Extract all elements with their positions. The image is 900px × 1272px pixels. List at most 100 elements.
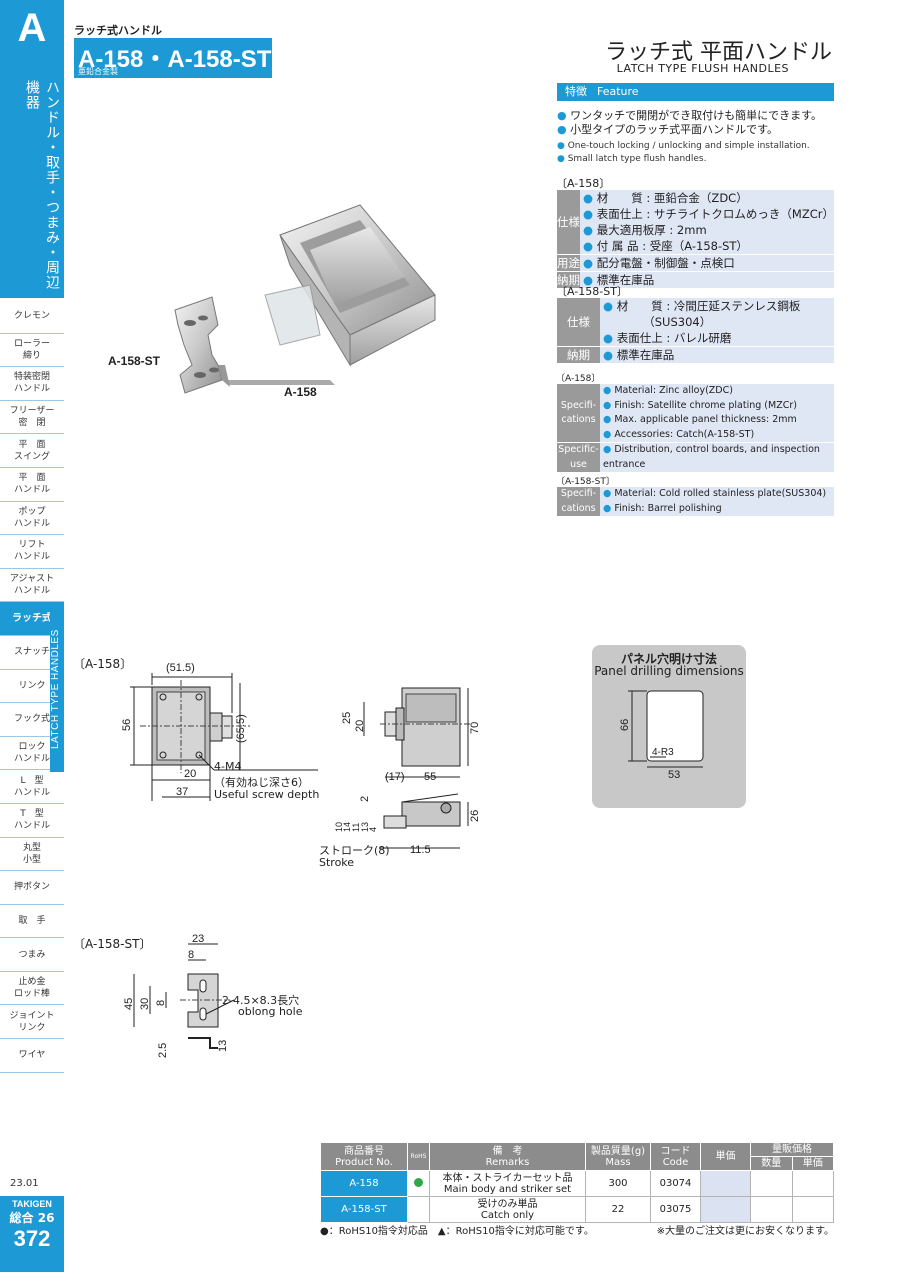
feature-label-en: Feature bbox=[597, 85, 639, 98]
brand-logo: TAKIGEN bbox=[12, 1199, 52, 1209]
spec-value-line: ● 標準在庫品 bbox=[583, 273, 655, 287]
spec-label: 仕様 bbox=[557, 190, 581, 255]
panel-drilling-drawing: 66 4-R3 53 bbox=[619, 690, 704, 781]
sidebar-nav-item[interactable]: ロック ハンドル bbox=[0, 737, 64, 771]
spec-row: Specifi- cations● Material: Zinc alloy(Z… bbox=[557, 384, 834, 443]
sidebar-nav-item[interactable]: T 型 ハンドル bbox=[0, 804, 64, 838]
rohs-dot-icon bbox=[414, 1177, 423, 1187]
spec-row: 用途● 配分電盤・制御盤・点検口 bbox=[557, 254, 834, 272]
bottom-view-drawing: 2 14 11 10 13 4 26 11.5 bbox=[334, 793, 481, 856]
bulk-qty bbox=[750, 1170, 793, 1197]
photo-label-st: A-158-ST bbox=[108, 354, 161, 368]
sidebar-nav-item[interactable]: つまみ bbox=[0, 938, 64, 972]
sidebar-nav-item[interactable]: 平 面 ハンドル bbox=[0, 468, 64, 502]
sidebar-nav-item[interactable]: ポップ ハンドル bbox=[0, 502, 64, 536]
code: 03074 bbox=[650, 1170, 701, 1197]
dim-bottom-d7: 26 bbox=[469, 810, 481, 822]
spec-values: ● Material: Zinc alloy(ZDC)● Finish: Sat… bbox=[600, 384, 834, 443]
spec-table-jp-st: 仕様● 材 質 : 冷間圧延ステンレス鋼板 （SUS304）● 表面仕上 : バ… bbox=[557, 298, 834, 364]
bulk-qty bbox=[750, 1196, 793, 1223]
model-material: 亜鉛合金製 bbox=[78, 67, 118, 76]
sidebar-nav-item[interactable]: 丸型 小型 bbox=[0, 838, 64, 872]
sidebar-nav-item[interactable]: スナッチ bbox=[0, 636, 64, 670]
sidebar-nav-item[interactable]: リフト ハンドル bbox=[0, 535, 64, 569]
spec-value-line: ● 標準在庫品 bbox=[603, 348, 675, 362]
sidebar-nav-item[interactable]: フリーザー 密 閉 bbox=[0, 401, 64, 435]
spec-table-jp-a158: 仕様● 材 質 : 亜鉛合金（ZDC）● 表面仕上 : サチライトクロムめっき（… bbox=[557, 190, 834, 289]
spec-table-en-st: Specifi- cations● Material: Cold rolled … bbox=[557, 487, 834, 517]
dim-side-h3: 70 bbox=[469, 722, 481, 734]
st-hole-en: oblong hole bbox=[238, 1005, 303, 1018]
page-number: 372 bbox=[13, 1226, 51, 1251]
rohs-mark bbox=[407, 1196, 430, 1223]
dim-st-t2: 13 bbox=[217, 1040, 229, 1052]
panel-title-en: Panel drilling dimensions bbox=[594, 664, 744, 678]
sidebar-nav-item[interactable]: 平 面 スイング bbox=[0, 434, 64, 468]
sidebar-nav-item[interactable]: アジャスト ハンドル bbox=[0, 569, 64, 603]
footnote-rohs: ●：RoHS10指令対応品 ▲：RoHS10指令に対応可能です。 bbox=[320, 1226, 594, 1237]
feature-heading: 特徴 Feature bbox=[557, 83, 834, 101]
unit-price bbox=[700, 1170, 751, 1197]
front-view-drawing: (51.5) 56 (65.5) 20 37 bbox=[121, 662, 318, 801]
spec-value-line: ● Finish: Barrel polishing bbox=[603, 502, 722, 514]
model-banner: A-158・A-158-ST 亜鉛合金製 bbox=[74, 38, 272, 78]
photo-label-main: A-158 bbox=[284, 385, 317, 399]
sidebar-nav-item[interactable]: 特装密閉 ハンドル bbox=[0, 367, 64, 401]
section-letter: A bbox=[17, 6, 47, 50]
sidebar-nav-item[interactable]: 止め金 ロッド棒 bbox=[0, 972, 64, 1006]
dim-bottom-d5: 13 bbox=[360, 822, 370, 832]
dim-front-height: 56 bbox=[121, 719, 133, 731]
sidebar-nav-item[interactable]: フック式 bbox=[0, 703, 64, 737]
screw-spec: 4-M4 bbox=[214, 760, 242, 773]
spec-label: Specific- use bbox=[557, 442, 600, 473]
spec-value-line: ● 配分電盤・制御盤・点検口 bbox=[583, 256, 735, 270]
spec-value-line: （SUS304） bbox=[603, 315, 712, 329]
dim-panel-r: 4-R3 bbox=[652, 747, 674, 758]
dim-st-w2: 8 bbox=[188, 949, 194, 961]
spec-label: Specifi- cations bbox=[557, 487, 600, 517]
sidebar-nav-item[interactable]: 取 手 bbox=[0, 905, 64, 939]
drawing-caption-a158: 〔A-158〕 bbox=[73, 657, 133, 671]
feature-item-jp: ● 小型タイプのラッチ式平面ハンドルです。 bbox=[557, 123, 779, 136]
spec-row: 納期● 標準在庫品 bbox=[557, 271, 834, 289]
sidebar-nav-item[interactable]: ワイヤ bbox=[0, 1039, 64, 1073]
dim-st-h: 45 bbox=[123, 998, 135, 1010]
sidebar-nav-item[interactable]: クレモン bbox=[0, 300, 64, 334]
sidebar-nav-item[interactable]: ジョイント リンク bbox=[0, 1005, 64, 1040]
spec-section-label: 〔A-158〕 bbox=[556, 177, 611, 190]
spec-section-label: 〔A-158-ST〕 bbox=[556, 285, 628, 298]
sidebar-nav-item[interactable]: L 型 ハンドル bbox=[0, 770, 64, 804]
sidebar-nav-item[interactable]: ローラー 締り bbox=[0, 334, 64, 368]
dim-bottom-d3: 11 bbox=[351, 823, 361, 832]
dim-front-height-2: (65.5) bbox=[235, 714, 247, 743]
section-category-vertical: ハンドル・取手・つまみ・周辺機器 bbox=[24, 80, 60, 290]
spec-value-line: ● 最大適用板厚 : 2mm bbox=[583, 223, 707, 237]
sidebar: A ハンドル・取手・つまみ・周辺機器 クレモンローラー 締り特装密閉 ハンドルフ… bbox=[0, 0, 64, 1272]
dim-bottom-d1: 2 bbox=[359, 796, 371, 802]
spec-row: Specific- use● Distribution, control boa… bbox=[557, 442, 834, 473]
spec-values: ● 標準在庫品 bbox=[580, 271, 834, 289]
dim-bottom-d4: 10 bbox=[334, 822, 344, 832]
category-label: ラッチ式ハンドル bbox=[74, 24, 162, 37]
spec-label: 納期 bbox=[557, 346, 600, 364]
spec-values: ● 配分電盤・制御盤・点検口 bbox=[580, 254, 834, 272]
col-bulk-price: 量販価格 bbox=[750, 1142, 834, 1157]
dim-bottom-d6: 4 bbox=[368, 827, 378, 832]
spec-value-line: ● 付 属 品 : 受座（A-158-ST） bbox=[583, 239, 748, 253]
product-photo bbox=[174, 204, 436, 394]
striker-plate-image bbox=[174, 296, 335, 394]
sidebar-nav-item[interactable]: リンク bbox=[0, 670, 64, 704]
spec-value-line: ● 表面仕上 : サチライトクロムめっき（MZCr） bbox=[583, 207, 834, 221]
dim-st-w: 23 bbox=[192, 933, 204, 945]
spec-value-line: entrance bbox=[603, 458, 646, 470]
spec-label: 用途 bbox=[557, 254, 581, 272]
feature-label-jp: 特徴 bbox=[565, 85, 587, 98]
dim-side-w2: 55 bbox=[424, 771, 436, 783]
panel-drilling-box: パネル穴明け寸法 Panel drilling dimensions 66 4-… bbox=[592, 645, 746, 808]
sidebar-nav-item[interactable]: 押ボタン bbox=[0, 871, 64, 905]
